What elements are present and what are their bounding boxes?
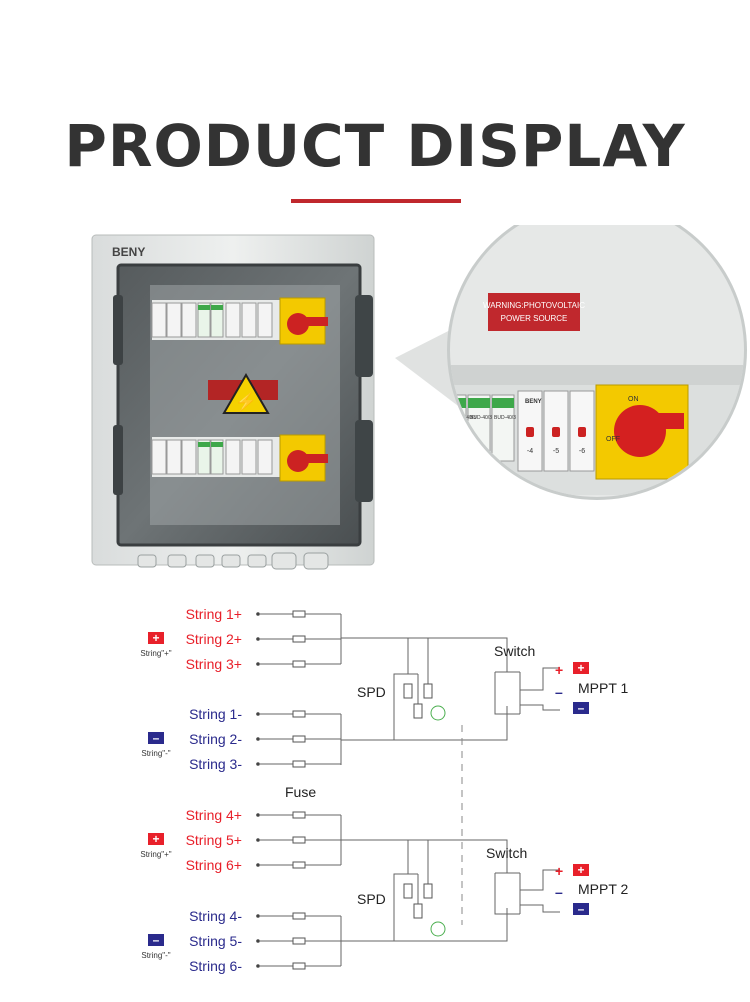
fuse-symbol [292, 635, 306, 643]
warning-label-line1: WARNING:PHOTOVOLTAIC [483, 301, 585, 310]
page-title: PRODUCT DISPLAY [64, 112, 686, 180]
polarity-legend: String"-" [141, 951, 170, 960]
fuse-symbol [292, 610, 306, 618]
switch-on-label: ON [628, 396, 639, 403]
warning-label-line2: POWER SOURCE [501, 314, 568, 323]
polarity-legend: String"+" [140, 850, 171, 859]
string-label: String 1+ [186, 606, 242, 622]
polarity-legend: String"-" [141, 749, 170, 758]
mppt1-label: MPPT 1 [578, 680, 629, 696]
polarity-badge-label: – [153, 933, 160, 947]
string-label: String 2- [189, 731, 242, 747]
title-underline [291, 199, 461, 203]
string-label: String 5- [189, 933, 242, 949]
polarity-badge-label: + [152, 832, 159, 846]
mppt1-positive-badge-label: + [577, 661, 584, 675]
top-din-rail [151, 297, 328, 345]
fuse-symbol [292, 836, 306, 844]
polarity-badge-label: – [153, 731, 160, 745]
terminal-dot [256, 813, 260, 817]
mppt2-positive-badge-label: + [577, 863, 584, 877]
mppt1-positive-badge [573, 662, 589, 674]
mppt2-plus-sign: + [555, 863, 563, 879]
terminal-dot [256, 964, 260, 968]
switch-label-1: Switch [494, 643, 535, 659]
polarity-badge [148, 632, 164, 644]
zoom-brand: BENY [525, 399, 542, 405]
string-label: String 1- [189, 706, 242, 722]
string-label: String 3- [189, 756, 242, 772]
fuse-symbol [292, 710, 306, 718]
string-label: String 4+ [186, 807, 242, 823]
string-label: String 3+ [186, 656, 242, 672]
polarity-legend: String"+" [140, 649, 171, 658]
terminal-dot [256, 662, 260, 666]
terminal-dot [256, 914, 260, 918]
fuse-symbol [292, 660, 306, 668]
mppt1-negative-badge [573, 702, 589, 714]
zoom-spd-label-3: BUD-40/3 [494, 415, 516, 421]
zoom-breaker-label-3: -6 [579, 448, 585, 455]
wiring-schematic: String 1+ String 2+ String 3+ + String"+" Str… [140, 606, 629, 974]
fuse-symbol [292, 735, 306, 743]
mppt2-minus-sign: – [555, 884, 563, 900]
terminal-dot [256, 939, 260, 943]
mppt1-minus-sign: – [555, 684, 563, 700]
string-label: String 6+ [186, 857, 242, 873]
spd-label-1: SPD [357, 684, 386, 700]
fuse-symbol [292, 760, 306, 768]
mppt2-positive-badge [573, 864, 589, 876]
mppt1-plus-sign: + [555, 662, 563, 678]
spd-label-2: SPD [357, 891, 386, 907]
terminal-dot [256, 637, 260, 641]
mppt1-negative-badge-label: – [578, 701, 585, 715]
fuse-symbol [292, 811, 306, 819]
wires [340, 614, 560, 966]
spd-1 [403, 683, 446, 721]
zoom-breaker-label-2: -5 [553, 448, 559, 455]
terminal-dot [256, 737, 260, 741]
string-label: String 2+ [186, 631, 242, 647]
terminal-dot [256, 863, 260, 867]
mppt2-negative-badge-label: – [578, 902, 585, 916]
enclosure-brand: BENY [112, 245, 145, 259]
zoom-detail: WARNING:PHOTOVOLTAIC POWER SOURCE BUD-40… [395, 225, 747, 500]
terminal-dot [256, 762, 260, 766]
string-label: String 4- [189, 908, 242, 924]
switch-off-label: OFF [606, 436, 620, 443]
zoom-breaker-label-1: -4 [527, 448, 533, 455]
polarity-badge [148, 732, 164, 744]
switch-label-2: Switch [486, 845, 527, 861]
product-image: BENY ⚡ [91, 225, 747, 570]
fuse-symbol [292, 912, 306, 920]
terminal-dot [256, 712, 260, 716]
string-label: String 6- [189, 958, 242, 974]
polarity-badge-label: + [152, 631, 159, 645]
fuse-symbol [292, 962, 306, 970]
polarity-badge [148, 833, 164, 845]
terminal-dot [256, 612, 260, 616]
fuse-label: Fuse [285, 784, 316, 800]
terminal-dot [256, 838, 260, 842]
string-label: String 5+ [186, 832, 242, 848]
polarity-badge [148, 934, 164, 946]
fuse-symbol [292, 937, 306, 945]
svg-text:⚡: ⚡ [235, 391, 257, 413]
mppt2-label: MPPT 2 [578, 881, 629, 897]
mppt2-negative-badge [573, 903, 589, 915]
spd-2 [403, 883, 446, 937]
fuse-symbol [292, 861, 306, 869]
bottom-din-rail [151, 434, 328, 482]
zoom-spd-label-2: BUD-40/3 [470, 415, 492, 421]
enclosure: BENY ⚡ [91, 234, 375, 570]
